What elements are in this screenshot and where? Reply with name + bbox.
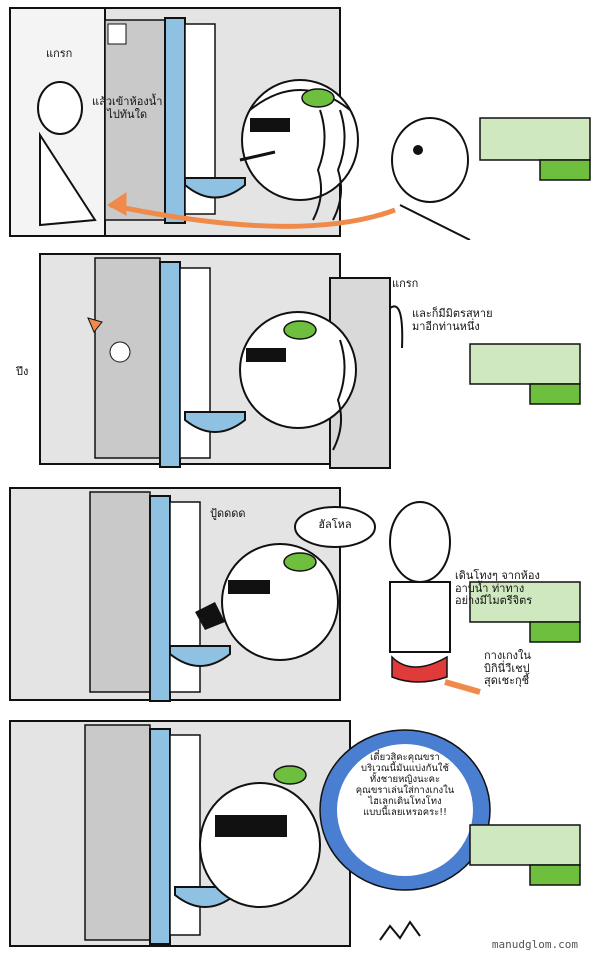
comic-panel-3: ปู้ดดดด ฮัลโหล เดินโทงๆ จากห้อง อาบน้ำ ท…: [0, 482, 600, 707]
panel-2-illustration: [39, 253, 581, 469]
panel-4-illustration: [9, 720, 581, 947]
comic-panel-2: ปึง แกรก และก็มีมิตรสหาย มาอีกท่านหนึ่ง: [0, 248, 600, 470]
panel-3-illustration: [9, 487, 581, 702]
sfx-door-open: แกรก: [46, 47, 73, 60]
sfx-door-open: แกรก: [392, 277, 419, 290]
sfx-door-slam: ปึง: [16, 365, 29, 378]
narration-caption: แล้วเข้าห้องน้ำ ไปทันใด: [92, 95, 163, 121]
comic-panel-4: เดี๋ยวสิคะคุณขรา บริเวณนี้มันแบ่งกันใช้ …: [0, 715, 600, 957]
narration-caption: เดินโทงๆ จากห้อง อาบน้ำ ท่าทาง อย่างมีไม…: [455, 569, 540, 608]
comic-panel-1: แกรก แล้วเข้าห้องน้ำ ไปทันใด: [0, 0, 600, 240]
site-watermark: manudglom.com: [491, 938, 578, 951]
shout-bubble-text: เดี๋ยวสิคะคุณขรา บริเวณนี้มันแบ่งกันใช้ …: [355, 752, 455, 818]
narration-caption-pants: กางเกงใน บิกินี่วีเชป สุดเชะกุชี้: [484, 649, 531, 688]
sfx-spit: ปู้ดดดด: [210, 507, 246, 520]
narration-caption: และก็มีมิตรสหาย มาอีกท่านหนึ่ง: [412, 307, 493, 333]
panel-1-illustration: [9, 7, 591, 240]
speech-bubble-text: ฮัลโหล: [318, 518, 352, 531]
